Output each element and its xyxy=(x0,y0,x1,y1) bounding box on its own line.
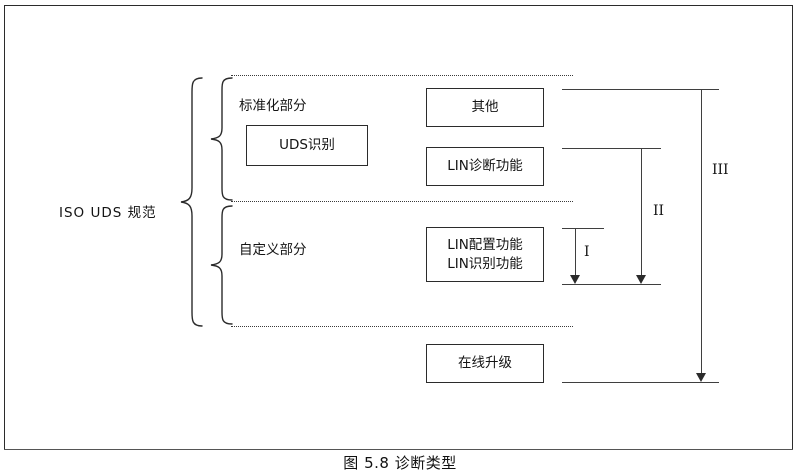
scope-3-arrow-head xyxy=(696,373,706,382)
custom-brace xyxy=(208,204,234,328)
box-lin-diagnostic[interactable]: LIN诊断功能 xyxy=(426,147,544,186)
outer-brace xyxy=(178,76,204,328)
scope-2-arrow-head xyxy=(636,275,646,284)
caption-rule xyxy=(4,449,793,450)
iso-uds-spec-label: ISO UDS 规范 xyxy=(59,205,157,221)
box-uds-recognition[interactable]: UDS识别 xyxy=(246,125,368,166)
scope-1-2-bottom-rail xyxy=(562,284,661,285)
scope-1-top-rail xyxy=(562,228,604,229)
box-online-upgrade[interactable]: 在线升级 xyxy=(426,344,544,383)
box-other[interactable]: 其他 xyxy=(426,88,544,127)
scope-3-arrow-stem xyxy=(701,89,702,374)
scope-label-1: I xyxy=(584,244,590,260)
scope-label-3: III xyxy=(712,162,729,178)
scope-3-bottom-rail xyxy=(562,382,719,383)
section-label-custom: 自定义部分 xyxy=(239,242,307,258)
dotted-separator-middle xyxy=(231,201,573,202)
section-label-standardized: 标准化部分 xyxy=(239,98,307,114)
box-lin-config-recognition[interactable]: LIN配置功能 LIN识别功能 xyxy=(426,227,544,282)
dotted-separator-top xyxy=(231,75,573,76)
figure-frame: ISO UDS 规范 标准化部分 自定义部分 UDS识别 其他 LIN诊断功能 … xyxy=(4,5,793,450)
scope-1-arrow-head xyxy=(570,275,580,284)
figure-caption: 图 5.8 诊断类型 xyxy=(343,454,457,472)
scope-label-2: II xyxy=(653,203,665,219)
dotted-separator-bottom xyxy=(231,326,573,327)
standardized-brace xyxy=(208,76,234,204)
scope-2-arrow-stem xyxy=(641,148,642,276)
scope-2-top-rail xyxy=(562,148,661,149)
scope-3-top-rail xyxy=(562,89,719,90)
scope-1-arrow-stem xyxy=(575,228,576,276)
